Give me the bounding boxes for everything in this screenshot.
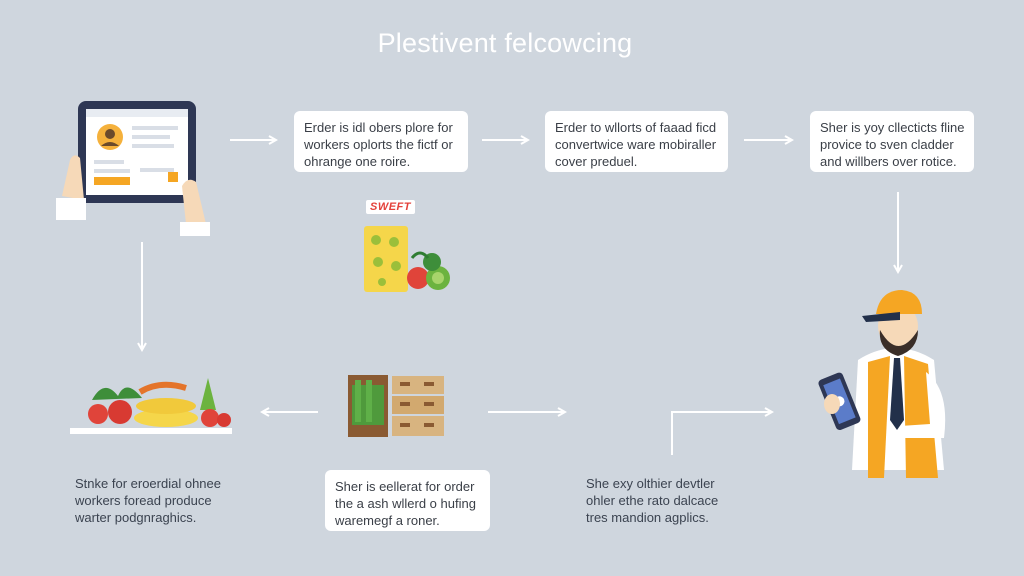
caption-right-line-3: tres mandion agplics. [586, 510, 709, 525]
caption-left-line-3: warter podgnraghics. [75, 510, 197, 525]
arrow-elbow-to-worker [671, 412, 772, 455]
caption-right-line-2: ohler ethe rato dalcace [586, 493, 719, 508]
step-box-4-line-2: the a ash wllerd o hufing [335, 496, 476, 511]
step-box-1-line-2: workers oplorts the fictf or [304, 137, 453, 152]
step-box-4-line-3: waremegf a roner. [335, 513, 440, 528]
vegetable-tray-icon [70, 378, 232, 434]
caption-right: She exy olthier devtler ohler ethe rato … [586, 475, 718, 526]
step-box-3-line-3: and willbers over rotice. [820, 154, 957, 169]
step-box-4-line-1: Sher is eellerat for order [335, 479, 475, 494]
caption-left-line-2: workers foread produce [75, 493, 212, 508]
diagram-title: Plestivent felcowcing [377, 28, 633, 58]
delivery-worker-icon [818, 290, 946, 478]
step-box-2-line-1: Erder to wllorts of faaad ficd [555, 120, 717, 135]
step-box-2: Erder to wllorts of faaad ficd convertwi… [545, 111, 728, 172]
produce-pack-icon [364, 226, 450, 292]
tablet-profile-icon [56, 101, 210, 236]
step-box-1: Erder is idl obers plore for workers opl… [294, 111, 468, 172]
storage-crates-icon [348, 375, 444, 437]
step-box-2-line-3: cover preduel. [555, 154, 638, 169]
sweet-label: SWEFT [366, 200, 415, 214]
step-box-3: Sher is yoy cllecticts fline provice to … [810, 111, 974, 172]
step-box-1-line-3: ohrange one roire. [304, 154, 411, 169]
step-box-2-line-2: convertwice ware mobiraller [555, 137, 717, 152]
caption-right-line-1: She exy olthier devtler [586, 476, 715, 491]
step-box-4: Sher is eellerat for order the a ash wll… [325, 470, 490, 531]
step-box-3-line-2: provice to sven cladder [820, 137, 954, 152]
step-box-1-line-1: Erder is idl obers plore for [304, 120, 453, 135]
caption-left-line-1: Stnke for eroerdial ohnee [75, 476, 221, 491]
step-box-3-line-1: Sher is yoy cllecticts fline [820, 120, 965, 135]
caption-left: Stnke for eroerdial ohnee workers foread… [75, 475, 221, 526]
